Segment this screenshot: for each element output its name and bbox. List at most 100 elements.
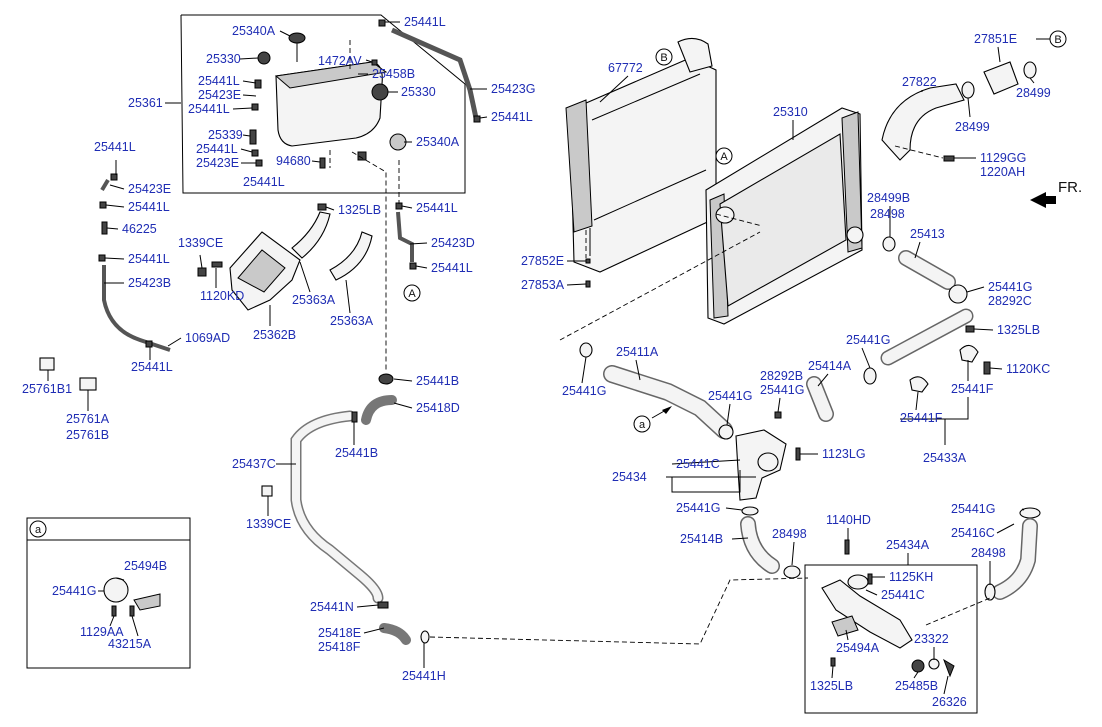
bolt-1325LB <box>317 203 327 211</box>
part-label-28498-1: 28498 <box>870 207 905 221</box>
thermostat-group-box <box>804 564 978 714</box>
ref-circle-A-lower: A <box>403 284 421 302</box>
ref-circle-a-detail: a <box>29 520 47 538</box>
part-label-1325LB-2: 1325LB <box>997 323 1040 337</box>
part-label-25423D: 25423D <box>431 236 475 250</box>
part-label-25441L-4: 25441L <box>491 110 533 124</box>
hose-25437C-inner <box>292 412 382 602</box>
part-label-25434: 25434 <box>612 470 647 484</box>
part-label-25418F: 25418F <box>318 640 361 654</box>
part-label-25423E-3: 25423E <box>128 182 171 196</box>
hose-25418E <box>379 623 411 645</box>
part-label-25361: 25361 <box>128 96 163 110</box>
part-label-27852E: 27852E <box>521 254 564 268</box>
part-label-25330-b: 25330 <box>401 85 436 99</box>
part-label-1325LB-1: 1325LB <box>338 203 381 217</box>
bolt-27853A <box>585 280 591 288</box>
bolt-1120KC <box>983 361 991 375</box>
svg-text:A: A <box>408 288 416 300</box>
intake-duct-27822 <box>881 83 965 161</box>
clamp-25441N <box>377 601 389 609</box>
part-label-27851E: 27851E <box>974 32 1017 46</box>
part-label-25418E: 25418E <box>318 626 361 640</box>
intercooler <box>565 37 717 273</box>
bracket-25441F-a <box>959 344 979 363</box>
part-label-28499-1: 28499 <box>1016 86 1051 100</box>
part-label-25413: 25413 <box>910 227 945 241</box>
part-label-26326: 26326 <box>932 695 967 709</box>
part-label-1125KH: 1125KH <box>889 570 933 584</box>
hose-25414B-inner <box>741 517 779 573</box>
front-direction-label: FR. <box>1058 179 1082 196</box>
dashed-connectors <box>296 40 991 645</box>
part-label-25441L-11: 25441L <box>431 261 473 275</box>
clamp-28292B <box>774 411 782 419</box>
label-plate-25761A <box>79 377 97 391</box>
part-label-25423E-1: 25423E <box>198 88 241 102</box>
clamp-25441L-left4 <box>145 340 153 348</box>
part-label-25363A-2: 25363A <box>330 314 374 328</box>
part-label-25423E-2: 25423E <box>196 156 239 170</box>
svg-text:A: A <box>720 151 728 163</box>
part-label-25441F-1: 25441F <box>951 382 994 396</box>
part-label-25761A: 25761A <box>66 412 110 426</box>
clamp-28499-a <box>1023 61 1037 79</box>
part-label-25485B: 25485B <box>895 679 938 693</box>
part-label-25441L-6: 25441L <box>94 140 136 154</box>
bolt-1140HD <box>844 539 850 555</box>
svg-text:B: B <box>660 52 667 64</box>
part-label-25363A-1: 25363A <box>292 293 336 307</box>
label-plate-25761B1 <box>39 357 55 371</box>
part-label-1472AV: 1472AV <box>318 54 362 68</box>
part-label-25458B: 25458B <box>372 67 415 81</box>
part-label-25441G-7: 25441G <box>951 502 995 516</box>
fitting-46225 <box>101 221 108 235</box>
part-label-1339CE-2: 1339CE <box>246 517 291 531</box>
strap-25363A <box>291 211 373 281</box>
clamp-25441G-4 <box>579 342 593 358</box>
part-label-25441G-3: 25441G <box>760 383 804 397</box>
part-label-25441L-1: 25441L <box>404 15 446 29</box>
part-label-25418D: 25418D <box>416 401 460 415</box>
part-label-1129AA: 1129AA <box>80 625 124 639</box>
clamp-28498-c <box>984 583 996 601</box>
part-label-25434A: 25434A <box>886 538 930 552</box>
bolt-1120KD <box>211 261 223 268</box>
part-label-25423B: 25423B <box>128 276 171 290</box>
svg-text:a: a <box>639 419 646 431</box>
clamp-28498-b <box>783 565 801 579</box>
part-label-25441F-2: 25441F <box>900 411 943 425</box>
part-label-46225: 46225 <box>122 222 157 236</box>
clamp-25441L-left3 <box>98 254 106 262</box>
part-label-25441H: 25441H <box>402 669 446 683</box>
part-label-28292C: 28292C <box>988 294 1032 308</box>
part-label-25441N: 25441N <box>310 600 354 614</box>
part-label-25411A: 25411A <box>616 345 659 359</box>
clamp-25441B <box>378 373 394 385</box>
part-label-25414B: 25414B <box>680 532 723 546</box>
part-label-25362B: 25362B <box>253 328 296 342</box>
part-label-25494A: 25494A <box>836 641 880 655</box>
arrow-a-marker <box>651 406 672 419</box>
hose-25413-inner <box>899 251 955 289</box>
part-label-28498-3: 28498 <box>971 546 1006 560</box>
clamp-25441L-left2 <box>99 201 107 209</box>
part-label-25441B-1: 25441B <box>416 374 459 388</box>
clamp-28498-a <box>882 236 896 252</box>
svg-text:a: a <box>35 524 42 536</box>
bolt-1129GG <box>943 155 955 162</box>
hose-25414A-inner <box>807 377 833 421</box>
part-label-25441L-5: 25441L <box>196 142 238 156</box>
ref-circle-B-right: B <box>1049 30 1067 48</box>
part-label-1120KC: 1120KC <box>1006 362 1050 376</box>
clamp-25441H <box>420 630 430 644</box>
part-label-28292B: 28292B <box>760 369 803 383</box>
part-label-25330-a: 25330 <box>206 52 241 66</box>
clamp-25441L-left <box>110 173 118 181</box>
part-label-1129GG: 1129GG <box>980 151 1026 165</box>
part-label-25441L-3: 25441L <box>188 102 230 116</box>
part-label-28499-2: 28499 <box>955 120 990 134</box>
hose-25423D <box>396 211 414 262</box>
part-label-25761B: 25761B <box>66 428 109 442</box>
